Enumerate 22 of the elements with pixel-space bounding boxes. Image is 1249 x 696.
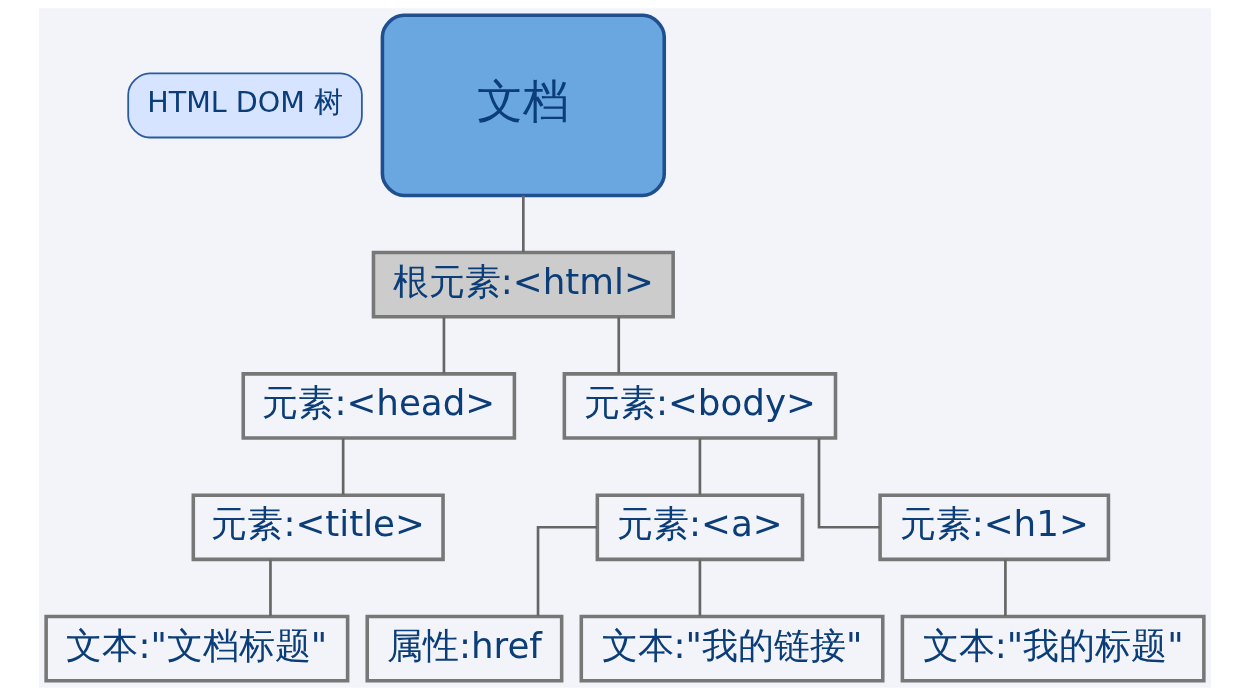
connector <box>1003 559 1007 616</box>
connector <box>536 525 597 617</box>
connector <box>817 438 880 529</box>
node-box: 文本:"文档标题" <box>43 614 349 683</box>
connector <box>442 317 445 374</box>
connector <box>521 195 525 252</box>
node-box: 文档 <box>380 13 666 198</box>
node-box: 文本:"我的标题" <box>900 614 1206 683</box>
node-box: 根元素:<html> <box>371 250 675 319</box>
node-box: 元素:<body> <box>562 372 837 440</box>
node-box: 文本:"我的链接" <box>579 614 885 683</box>
connector <box>268 559 272 616</box>
node-box: HTML DOM 树 <box>126 72 363 139</box>
connector <box>616 317 620 374</box>
node-box: 属性:href <box>364 614 563 683</box>
node-box: 元素:<h1> <box>877 493 1110 562</box>
connector <box>698 438 701 495</box>
connector <box>341 438 344 495</box>
node-box: 元素:<head> <box>240 372 516 440</box>
node-box: 元素:<title> <box>191 493 445 562</box>
node-box: 元素:<a> <box>595 493 804 562</box>
connector <box>698 559 701 616</box>
